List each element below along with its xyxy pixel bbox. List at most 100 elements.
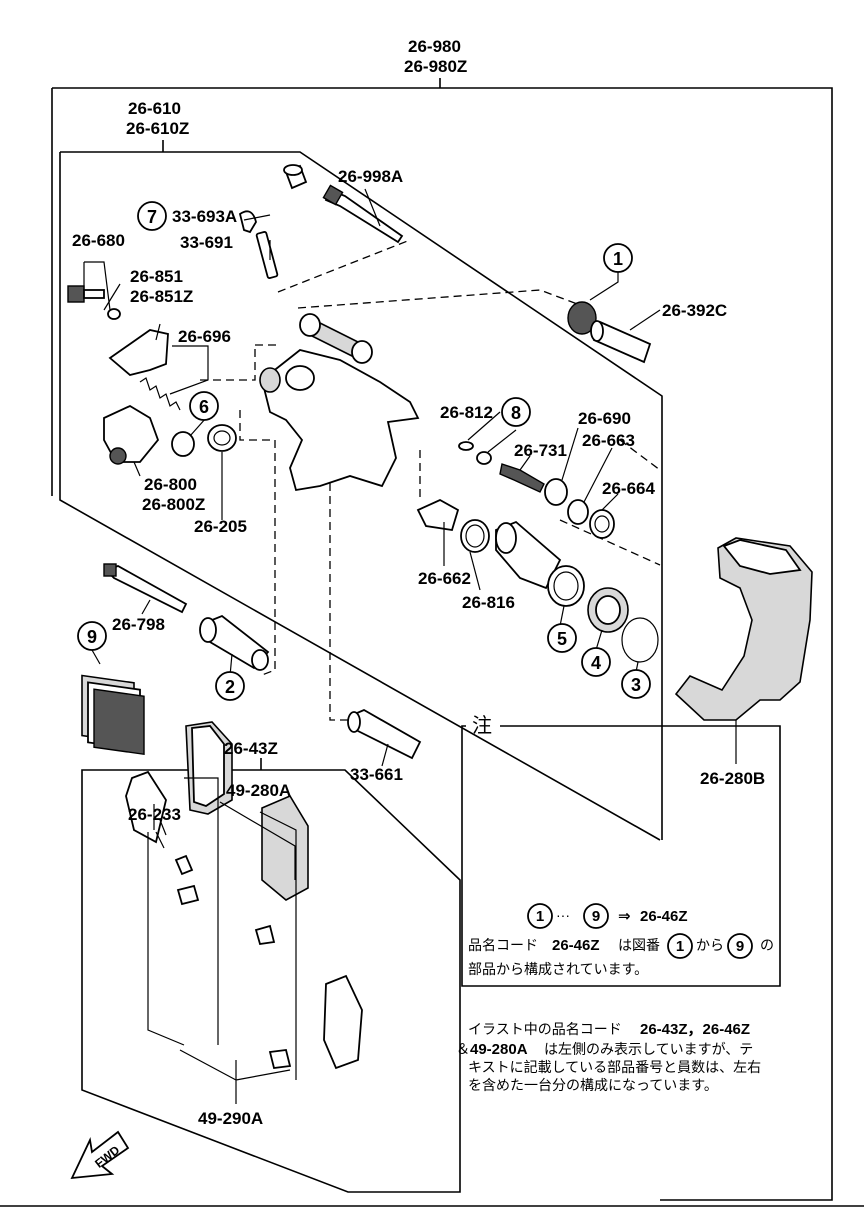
part-bleeder-cap bbox=[238, 210, 257, 234]
label-shim: 26-233 bbox=[128, 805, 181, 824]
part-caliper-body bbox=[259, 313, 420, 492]
part-bolt-long bbox=[103, 563, 188, 614]
leader-lines bbox=[83, 188, 737, 1104]
label-lever-1: 26-800 bbox=[144, 475, 197, 494]
label-adjuster-nut: 26-690 bbox=[578, 409, 631, 428]
callout-2: 2 bbox=[215, 671, 245, 701]
label-assembly-2: 26-980Z bbox=[404, 57, 467, 76]
callout-5: 5 bbox=[547, 623, 577, 653]
note-line2-kara: から bbox=[696, 937, 724, 953]
callout-9: 9 bbox=[77, 621, 107, 651]
part-snap-ring bbox=[460, 519, 490, 553]
svg-text:9: 9 bbox=[87, 627, 97, 647]
caliper-frame bbox=[59, 140, 663, 841]
footnote-line1-prefix: イラスト中の品名コード bbox=[468, 1021, 622, 1037]
label-lever-2: 26-800Z bbox=[142, 495, 205, 514]
note-box: 注 1 ··· 9 ⇒ 26-46Z 品名コード 26-46Z は図番 1 から… bbox=[461, 714, 781, 987]
part-dust-boot-4 bbox=[587, 587, 629, 633]
dashed-guides bbox=[200, 239, 661, 721]
note-line2-no: の bbox=[760, 937, 774, 953]
part-piston-seal-5 bbox=[547, 565, 585, 607]
label-ring-662: 26-662 bbox=[418, 569, 471, 588]
part-piston bbox=[495, 520, 562, 590]
label-seal-ring: 26-205 bbox=[194, 517, 247, 536]
label-bolt-washer: 26-680 bbox=[72, 231, 125, 250]
footnote: イラスト中の品名コード 26-43Z，26-46Z ＆ 49-280A は左側の… bbox=[456, 1021, 761, 1093]
label-mount-bracket: 26-280B bbox=[700, 769, 765, 788]
footnote-line4: を含めた一台分の構成になっています。 bbox=[468, 1077, 718, 1093]
part-guide-pin-2 bbox=[199, 614, 270, 671]
part-bushing-top bbox=[283, 164, 308, 190]
note-line2-code: 26-46Z bbox=[552, 937, 600, 954]
note-line2-from: 1 bbox=[676, 938, 684, 955]
label-adjuster-bolt: 26-731 bbox=[514, 441, 567, 460]
part-oring-small bbox=[458, 441, 492, 465]
part-guide-pin-upper bbox=[567, 301, 652, 364]
label-assembly-1: 26-980 bbox=[408, 37, 461, 56]
part-lever bbox=[103, 404, 160, 465]
part-pad-stack-9 bbox=[81, 674, 145, 756]
footnote-line2-amp: ＆ bbox=[456, 1041, 470, 1057]
note-line2-mid: は図番 bbox=[618, 937, 660, 953]
footnote-line2-rest: は左側のみ表示していますが、テ bbox=[544, 1041, 753, 1057]
part-oring-3 bbox=[621, 617, 659, 663]
label-snap-ring: 26-816 bbox=[462, 593, 515, 612]
callout-8: 8 bbox=[501, 397, 531, 427]
svg-text:5: 5 bbox=[557, 629, 567, 649]
note-line3: 部品から構成されています。 bbox=[468, 961, 648, 977]
svg-text:8: 8 bbox=[511, 403, 521, 423]
part-bleeder-screw bbox=[255, 231, 279, 279]
callout-1: 1 bbox=[603, 243, 633, 273]
svg-text:3: 3 bbox=[631, 675, 641, 695]
pad-frame bbox=[81, 758, 461, 1193]
label-pad-kit-upper: 49-280A bbox=[226, 781, 291, 800]
label-spring: 26-696 bbox=[178, 327, 231, 346]
note-arrow: ⇒ bbox=[618, 908, 631, 925]
svg-text:1: 1 bbox=[613, 249, 623, 269]
label-pad-kit-lower: 49-290A bbox=[198, 1109, 263, 1128]
part-guide-pin-lower bbox=[347, 708, 422, 760]
label-bracket-2: 26-851Z bbox=[130, 287, 193, 306]
callout-4: 4 bbox=[581, 647, 611, 677]
label-guide-pin-lower: 33-661 bbox=[350, 765, 403, 784]
note-line2-prefix: 品名コード bbox=[468, 937, 538, 953]
part-seal-ring bbox=[171, 424, 237, 457]
note-kit-code: 26-46Z bbox=[640, 908, 688, 925]
label-caliper-1: 26-610 bbox=[128, 99, 181, 118]
assembly-frame bbox=[0, 78, 864, 1207]
label-bolt-top: 26-998A bbox=[338, 167, 403, 186]
callout-6: 6 bbox=[189, 391, 219, 421]
label-pad-set: 26-43Z bbox=[224, 739, 278, 758]
note-range-start: 1 bbox=[536, 908, 544, 925]
note-title: 注 bbox=[472, 714, 492, 737]
part-bolt-washer bbox=[67, 285, 121, 320]
note-range-end: 9 bbox=[592, 908, 600, 925]
callouts: 1 2 3 4 5 6 7 8 bbox=[77, 201, 651, 701]
svg-text:7: 7 bbox=[147, 207, 157, 227]
part-labels: 26-980 26-980Z 26-610 26-610Z 26-998A 33… bbox=[72, 37, 765, 1128]
part-spring bbox=[139, 377, 181, 411]
callout-7: 7 bbox=[137, 201, 167, 231]
label-bleeder-cap: 33-693A bbox=[172, 207, 237, 226]
label-spring-664: 26-664 bbox=[602, 479, 655, 498]
label-bleeder-screw: 33-691 bbox=[180, 233, 233, 252]
part-bracket bbox=[108, 329, 169, 376]
part-mount-bracket bbox=[674, 537, 813, 721]
svg-text:2: 2 bbox=[225, 677, 235, 697]
part-ring-662 bbox=[416, 498, 460, 532]
label-oring-small: 26-812 bbox=[440, 403, 493, 422]
footnote-line3: キストに記載している部品番号と員数は、左右 bbox=[468, 1059, 761, 1075]
part-adjuster-nut bbox=[544, 478, 615, 539]
svg-text:4: 4 bbox=[591, 653, 601, 673]
note-range-dots: ··· bbox=[556, 907, 570, 923]
label-caliper-2: 26-610Z bbox=[126, 119, 189, 138]
fwd-arrow-icon: FWD bbox=[70, 1130, 130, 1180]
callout-3: 3 bbox=[621, 669, 651, 699]
label-guide-pin-upper: 26-392C bbox=[662, 301, 727, 320]
part-pads-set bbox=[125, 721, 363, 1070]
label-bracket-1: 26-851 bbox=[130, 267, 183, 286]
part-bolt-top bbox=[322, 184, 404, 244]
svg-text:6: 6 bbox=[199, 397, 209, 417]
label-bolt-long: 26-798 bbox=[112, 615, 165, 634]
